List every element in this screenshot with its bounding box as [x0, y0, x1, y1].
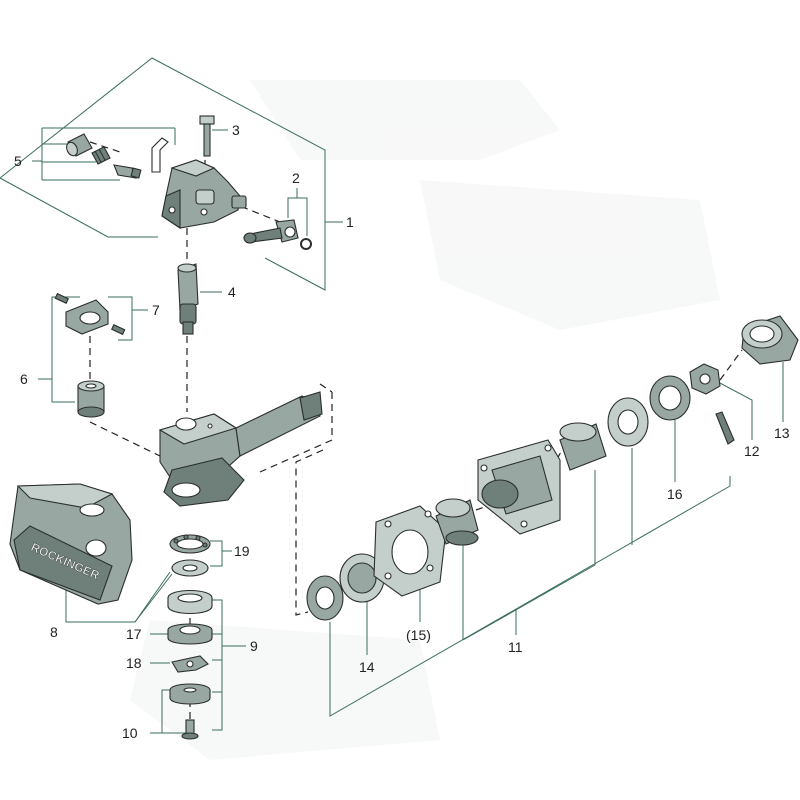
part-3-bolt	[199, 115, 215, 157]
callout-19: 19	[234, 543, 250, 559]
callout-labels: 1 2 3 4 5 6 7 8 9 10 11 12 13 14 (15) 16…	[14, 122, 790, 741]
part-bushing-small	[435, 498, 479, 546]
part-coupling-arm	[158, 391, 323, 507]
part-19-bearing	[169, 534, 211, 577]
part-8-jaw-cover: ROCKINGER	[9, 483, 133, 605]
callout-2: 2	[292, 170, 300, 186]
part-16-washer	[649, 375, 691, 421]
callout-4: 4	[228, 284, 236, 300]
callout-16: 16	[667, 486, 683, 502]
part-13-cap	[741, 315, 799, 365]
part-11-housing-block	[477, 439, 561, 535]
parts: ROCKINGER	[9, 115, 799, 740]
callout-12: 12	[744, 443, 760, 459]
callout-3: 3	[232, 122, 240, 138]
callout-11: 11	[508, 639, 523, 655]
part-14-washer	[306, 553, 385, 621]
part-1-housing	[161, 159, 247, 230]
callout-18: 18	[126, 655, 142, 671]
part-2-lever	[243, 219, 312, 250]
part-15-flange-plate	[373, 505, 447, 597]
part-washer	[607, 397, 649, 447]
callout-7: 7	[152, 302, 160, 318]
callout-8: 8	[50, 624, 58, 640]
part-12-cotter-pin	[715, 411, 735, 445]
callout-10: 10	[122, 725, 138, 741]
callout-1: 1	[346, 214, 354, 230]
callout-14: 14	[359, 659, 375, 675]
callout-9: 9	[250, 638, 258, 654]
part-nut	[689, 363, 721, 395]
background-watermark	[130, 80, 720, 760]
part-6-bushing	[77, 380, 105, 418]
part-7-plate	[54, 292, 126, 336]
part-4-king-pin	[177, 263, 199, 335]
part-5-pin-spring	[66, 133, 142, 179]
callout-17: 17	[126, 626, 142, 642]
callout-15: (15)	[406, 627, 431, 643]
callout-13: 13	[774, 425, 790, 441]
callout-6: 6	[20, 371, 28, 387]
callout-5: 5	[14, 153, 22, 169]
part-9-group	[167, 589, 213, 740]
part-clip	[151, 137, 169, 173]
part-bushing-mid	[559, 422, 607, 471]
leader-lines	[0, 57, 784, 734]
